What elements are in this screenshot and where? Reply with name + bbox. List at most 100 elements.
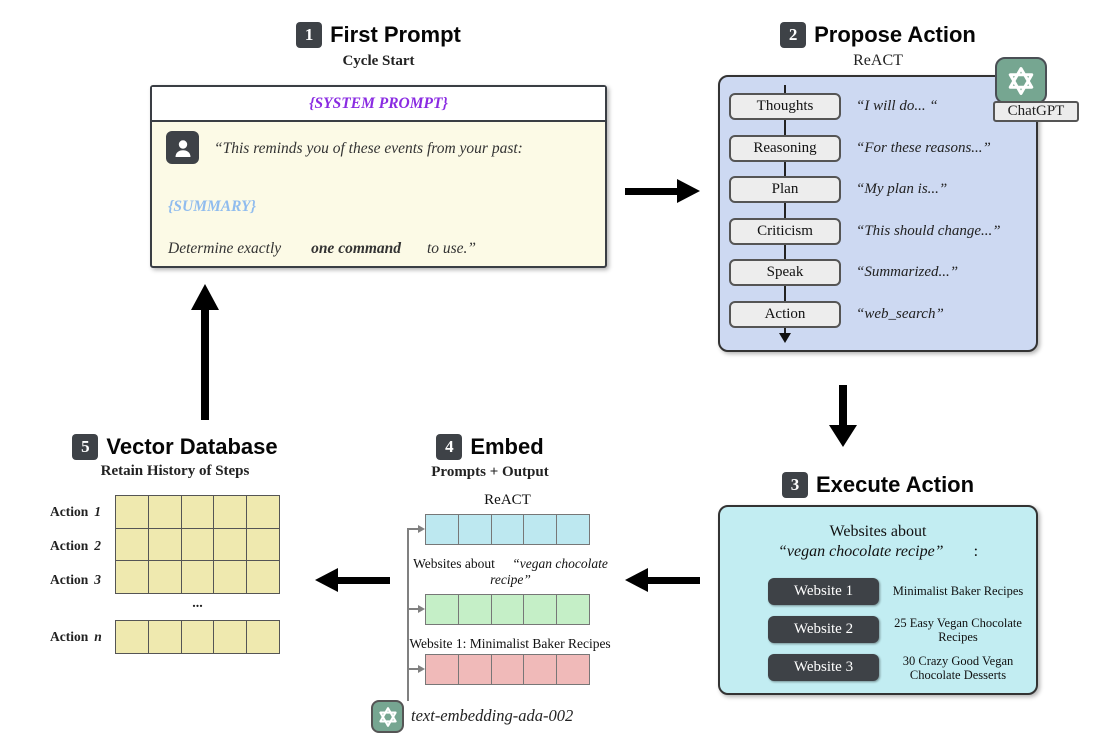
embedding-bar-react: [425, 514, 590, 545]
arrow-5-to-1-shaft: [201, 308, 209, 420]
arrow-2-to-3-shaft: [839, 385, 847, 426]
openai-logo-icon: [378, 706, 397, 727]
vdb-cell: [214, 561, 248, 593]
step1-title: First Prompt: [330, 22, 461, 47]
embed-connector-arrow-2: [418, 605, 425, 613]
website-1-desc: Minimalist Baker Recipes: [892, 584, 1024, 599]
step4-title: Embed: [470, 434, 544, 459]
speak-quote: “Summarized...”: [856, 264, 959, 280]
react-row-action: Action “web_search”: [720, 301, 1036, 328]
system-prompt-row: {SYSTEM PROMPT}: [152, 87, 605, 122]
react-flow-line: [784, 85, 786, 335]
website-2-button: Website 2: [768, 616, 879, 643]
criticism-quote: “This should change...”: [856, 223, 1001, 239]
propose-action-box: Thoughts “I will do... “ Reasoning “For …: [718, 75, 1038, 352]
embed-bar2-label-quote: “vegan chocolate recipe”: [490, 556, 608, 587]
react-row-speak: Speak “Summarized...”: [720, 259, 1036, 286]
step2-title: Propose Action: [814, 22, 976, 47]
cmd-pre: Determine exactly: [168, 240, 282, 257]
embed-connector-stub-3: [407, 668, 418, 670]
embedding-cell: [557, 655, 589, 684]
vdb-cell: [116, 561, 149, 593]
execute-query-text: “vegan chocolate recipe”: [777, 543, 944, 560]
reasoning-quote: “For these reasons...”: [856, 140, 991, 156]
step4-heading: 4 Embed: [405, 434, 575, 460]
website-3-button: Website 3: [768, 654, 879, 681]
thoughts-quote: “I will do... “: [856, 98, 938, 114]
chatgpt-openai-icon: [995, 57, 1047, 104]
step1-number-badge: 1: [296, 22, 323, 48]
execute-heading-line1: Websites about: [829, 523, 927, 540]
openai-logo-icon: [1008, 66, 1034, 95]
vdb-cell: [182, 621, 215, 653]
speak-box: Speak: [729, 259, 841, 286]
step1-heading: 1 First Prompt: [150, 22, 607, 48]
step5-title: Vector Database: [106, 434, 278, 459]
execute-heading-colon: :: [973, 543, 979, 560]
vdb-row-2: [115, 527, 280, 562]
vdb-cell: [247, 561, 279, 593]
embedding-bar-website1: [425, 654, 590, 685]
thoughts-box: Thoughts: [729, 93, 841, 120]
react-row-reasoning: Reasoning “For these reasons...”: [720, 135, 1036, 162]
step4-number-badge: 4: [436, 434, 463, 460]
vdb-cell: [214, 528, 248, 561]
embedding-cell: [524, 595, 558, 624]
arrow-4-to-5-head: [315, 568, 338, 592]
vdb-row-n: [115, 620, 280, 654]
vdb-cell: [214, 496, 248, 528]
vdb-cell: [149, 621, 182, 653]
embedding-cell: [459, 595, 492, 624]
step5-number-badge: 5: [72, 434, 99, 460]
first-prompt-box: {SYSTEM PROMPT} “This reminds you of the…: [150, 85, 607, 268]
vdb-cell: [182, 561, 215, 593]
embed-connector-arrow-1: [418, 525, 425, 533]
embed-bar2-label: Websites about “vegan chocolate recipe”: [408, 556, 613, 588]
step4-subtitle: Prompts + Output: [431, 464, 549, 480]
vdb-cell: [247, 529, 279, 561]
vdb-ellipsis: ...: [192, 596, 203, 611]
arrow-1-to-2-shaft: [625, 188, 678, 195]
embed-bar1-label: ReACT: [484, 492, 531, 508]
embedding-cell: [459, 515, 492, 544]
step3-number-badge: 3: [781, 472, 808, 498]
step1-subtitle: Cycle Start: [342, 53, 415, 69]
react-row-plan: Plan “My plan is...”: [720, 176, 1036, 203]
system-prompt-text: {SYSTEM PROMPT}: [309, 94, 448, 112]
embedding-cell: [492, 595, 525, 624]
reasoning-box: Reasoning: [729, 135, 841, 162]
embedding-cell: [524, 515, 558, 544]
vdb-cell: [247, 496, 279, 528]
vdb-cell: [182, 496, 215, 528]
arrow-3-to-4-shaft: [647, 577, 700, 584]
vdb-cell: [116, 528, 149, 561]
plan-quote: “My plan is...”: [856, 181, 948, 197]
arrow-1-to-2-head: [677, 179, 700, 203]
react-row-thoughts: Thoughts “I will do... “: [720, 93, 1036, 120]
execute-action-box: Websites about “vegan chocolate recipe” …: [718, 505, 1038, 695]
embedding-cell: [492, 655, 525, 684]
embed-connector-arrow-3: [418, 665, 425, 673]
embedding-cell: [426, 655, 459, 684]
vdb-cell: [247, 621, 279, 653]
website-2-desc: 25 Easy Vegan Chocolate Recipes: [894, 615, 1022, 644]
criticism-box: Criticism: [729, 218, 841, 245]
vdb-cell: [149, 528, 182, 561]
embedding-bar-websites: [425, 594, 590, 625]
embedding-cell: [557, 595, 589, 624]
embed-connector-stub-1: [407, 528, 418, 530]
embedding-model-openai-icon: [371, 700, 404, 733]
embedding-cell: [426, 515, 459, 544]
vdb-cell: [149, 496, 182, 528]
cmd-post: to use.”: [426, 240, 477, 257]
person-glyph: [175, 139, 190, 157]
embed-connector-stub-2: [407, 608, 418, 610]
action-quote: “web_search”: [856, 306, 944, 322]
execute-heading-line2: “vegan chocolate recipe” :: [720, 543, 1036, 561]
chatgpt-label: ChatGPT: [993, 101, 1079, 122]
step3-title: Execute Action: [815, 472, 975, 497]
